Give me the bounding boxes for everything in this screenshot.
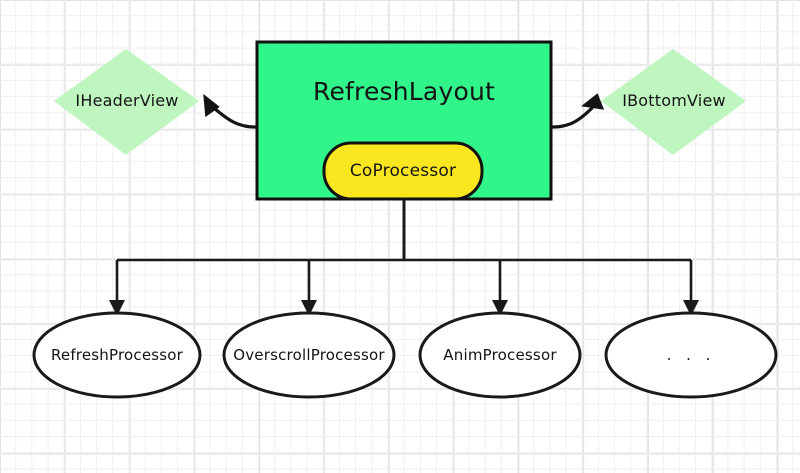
ellipse-overscroll-processor[interactable]	[222, 311, 396, 399]
diamond-header-view[interactable]	[54, 49, 199, 155]
tree-connector	[109, 199, 699, 316]
pill-co-processor[interactable]	[322, 141, 484, 201]
arrow-to-bottom-view	[551, 93, 605, 129]
ellipse-refresh-processor[interactable]	[32, 311, 202, 399]
ellipse-anim-processor[interactable]	[418, 311, 582, 399]
arrow-to-header-view	[203, 93, 257, 129]
diamond-bottom-view[interactable]	[601, 49, 746, 155]
ellipse-more-processors[interactable]	[604, 311, 778, 399]
